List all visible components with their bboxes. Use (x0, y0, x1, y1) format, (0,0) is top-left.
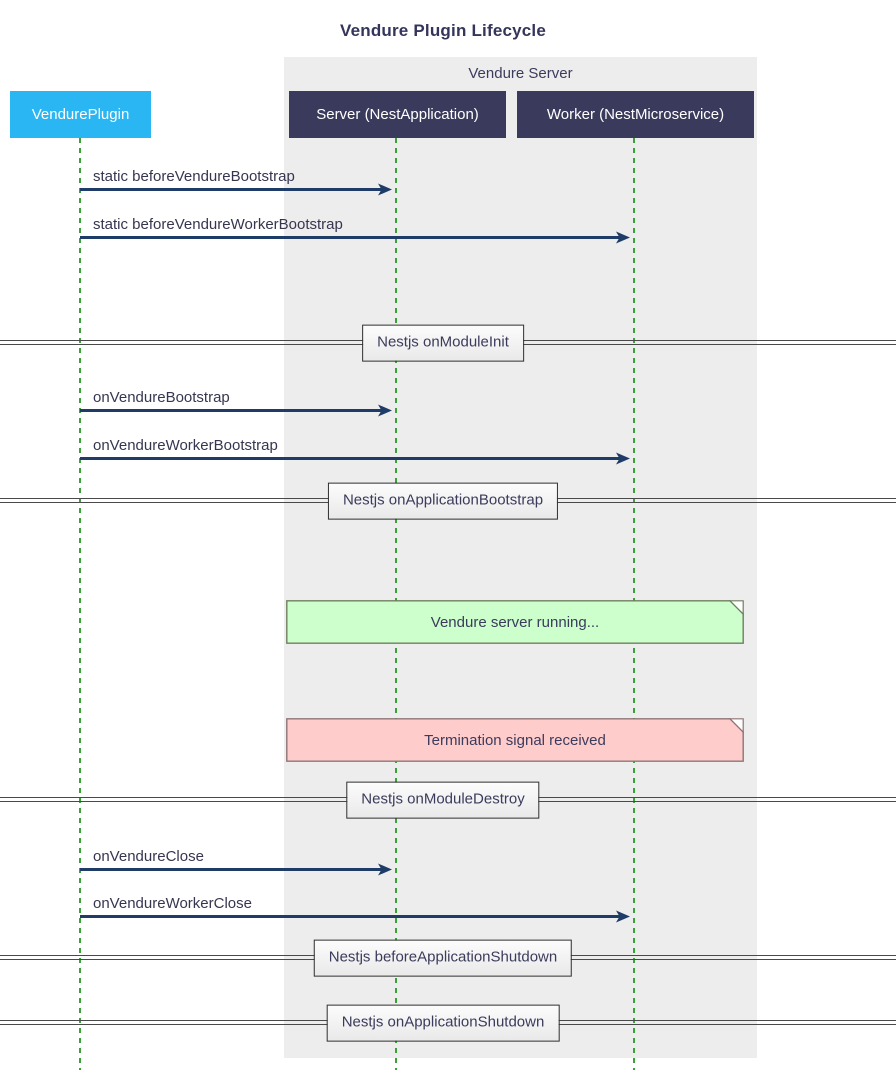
arrowhead-icon (378, 404, 392, 417)
participant-server: Server (NestApplication) (289, 91, 506, 138)
message-on-vendure-worker-close: onVendureWorkerClose (80, 895, 630, 923)
divider-label: Nestjs onModuleInit (377, 333, 509, 351)
message-line (80, 915, 622, 918)
divider-label: Nestjs onModuleDestroy (361, 790, 525, 808)
note-text: Vendure server running... (430, 613, 600, 631)
arrowhead-icon (616, 910, 630, 923)
arrowhead-icon (378, 183, 392, 196)
message-static-before-vendure-worker-bootstrap: static beforeVendureWorkerBootstrap (80, 216, 630, 244)
message-on-vendure-worker-bootstrap: onVendureWorkerBootstrap (80, 437, 630, 465)
note-fold-corner-icon (728, 718, 744, 734)
divider-label: Nestjs onApplicationBootstrap (342, 491, 544, 509)
note-server-running: Vendure server running... (286, 600, 744, 644)
participant-vendure-plugin: VendurePlugin (10, 91, 151, 138)
divider-label: Nestjs onApplicationShutdown (341, 1013, 545, 1031)
message-label: onVendureBootstrap (93, 389, 230, 406)
note-text: Termination signal received (424, 731, 606, 749)
participant-label: Worker (NestMicroservice) (546, 106, 725, 123)
participant-worker: Worker (NestMicroservice) (517, 91, 754, 138)
note-termination-signal: Termination signal received (286, 718, 744, 762)
message-label: onVendureWorkerClose (93, 895, 252, 912)
note-fold-corner-icon (728, 600, 744, 616)
arrowhead-icon (616, 231, 630, 244)
message-line (80, 236, 622, 239)
lifeline-vendure-plugin (79, 138, 81, 1070)
message-label: static beforeVendureWorkerBootstrap (93, 216, 343, 233)
arrowhead-icon (378, 863, 392, 876)
divider-label-box: Nestjs onModuleInit (362, 324, 524, 362)
message-label: static beforeVendureBootstrap (93, 168, 295, 185)
diagram-title: Vendure Plugin Lifecycle (339, 21, 547, 40)
participant-label: Server (NestApplication) (316, 106, 479, 123)
message-line (80, 188, 384, 191)
arrowhead-icon (616, 452, 630, 465)
message-label: onVendureClose (93, 848, 204, 865)
message-line (80, 409, 384, 412)
message-label: onVendureWorkerBootstrap (93, 437, 278, 454)
divider-label-box: Nestjs beforeApplicationShutdown (313, 939, 573, 977)
divider-label: Nestjs beforeApplicationShutdown (328, 948, 558, 966)
note-shape (286, 718, 744, 762)
message-line (80, 457, 622, 460)
divider-label-box: Nestjs onApplicationBootstrap (327, 482, 559, 520)
participant-label: VendurePlugin (31, 106, 130, 123)
note-shape (286, 600, 744, 644)
message-static-before-vendure-bootstrap: static beforeVendureBootstrap (80, 168, 392, 196)
divider-label-box: Nestjs onModuleDestroy (346, 781, 540, 819)
divider-label-box: Nestjs onApplicationShutdown (326, 1004, 560, 1042)
vendure-server-group-box (284, 57, 757, 1058)
message-on-vendure-close: onVendureClose (80, 848, 392, 876)
message-line (80, 868, 384, 871)
message-on-vendure-bootstrap: onVendureBootstrap (80, 389, 392, 417)
vendure-server-group-label: Vendure Server (468, 65, 573, 82)
